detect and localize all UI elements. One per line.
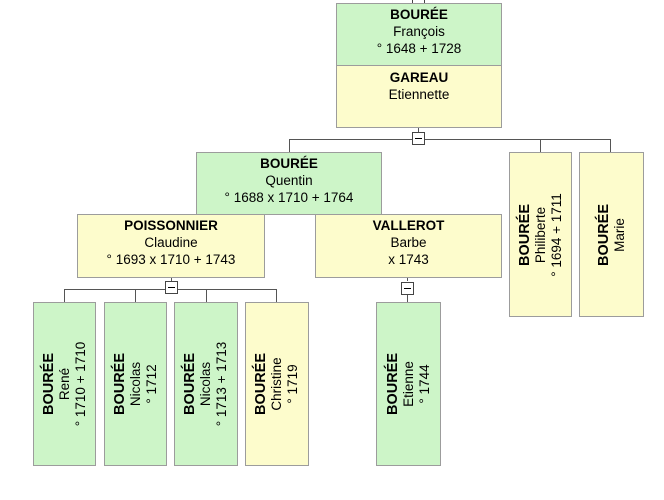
- connector: [407, 295, 408, 302]
- person-card-quentin[interactable]: BOURÉE Quentin ° 1688 x 1710 + 1764: [196, 152, 382, 215]
- connector: [418, 127, 419, 132]
- given-name: Etiennette: [388, 87, 450, 102]
- connector: [610, 139, 611, 152]
- person-card-etienne[interactable]: BOURÉE Etienne ° 1744: [376, 302, 441, 466]
- connector: [206, 289, 207, 302]
- person-card-nicolas-1712[interactable]: BOURÉE Nicolas ° 1712: [104, 302, 167, 466]
- life-dates: ° 1688 x 1710 + 1764: [224, 190, 354, 205]
- collapse-toggle-icon[interactable]: [165, 281, 178, 294]
- surname: BOURÉE: [390, 7, 448, 22]
- life-dates: ° 1648 + 1728: [376, 41, 462, 56]
- surname: BOURÉE: [40, 352, 57, 416]
- person-card-barbe[interactable]: VALLEROT Barbe x 1743: [315, 214, 502, 278]
- given-name: Quentin: [265, 173, 313, 188]
- given-name: Nicolas: [198, 361, 213, 407]
- collapse-toggle-icon[interactable]: [412, 132, 425, 145]
- connector: [289, 139, 290, 152]
- given-name: Nicolas: [127, 361, 143, 407]
- surname: BOURÉE: [111, 352, 128, 416]
- person-card-philiberte[interactable]: BOURÉE Philiberte ° 1694 + 1711: [509, 152, 572, 317]
- person-card-marie[interactable]: BOURÉE Marie: [579, 152, 644, 317]
- connector: [289, 139, 611, 140]
- surname: POISSONNIER: [124, 218, 218, 233]
- collapse-toggle-icon[interactable]: [401, 282, 414, 295]
- person-card-rene[interactable]: BOURÉE René ° 1710 + 1710: [33, 302, 96, 466]
- life-dates: x 1743: [388, 252, 429, 267]
- given-name: François: [393, 24, 445, 39]
- person-card-claudine[interactable]: POISSONNIER Claudine ° 1693 x 1710 + 174…: [77, 214, 265, 278]
- surname: BOURÉE: [182, 352, 198, 416]
- surname: BOURÉE: [516, 203, 533, 266]
- surname: GAREAU: [389, 70, 449, 85]
- given-name: René: [56, 367, 72, 401]
- surname: BOURÉE: [253, 352, 269, 416]
- connector: [276, 289, 277, 302]
- life-dates: ° 1744: [416, 364, 432, 404]
- given-name: Marie: [611, 217, 627, 252]
- person-card-nicolas-1713[interactable]: BOURÉE Nicolas ° 1713 + 1713: [174, 302, 238, 466]
- connector: [64, 289, 65, 302]
- given-name: Barbe: [390, 235, 427, 250]
- given-name: Philiberte: [532, 206, 548, 263]
- given-name: Christine: [269, 357, 284, 411]
- life-dates: ° 1693 x 1710 + 1743: [106, 252, 236, 267]
- given-name: Etienne: [400, 361, 416, 407]
- connector: [135, 289, 136, 302]
- life-dates: ° 1710 + 1710: [72, 341, 88, 427]
- surname: VALLEROT: [372, 218, 445, 233]
- life-dates: ° 1719: [285, 364, 300, 404]
- connector: [407, 277, 408, 281]
- surname: BOURÉE: [384, 352, 401, 416]
- given-name: Claudine: [144, 235, 198, 250]
- life-dates: ° 1713 + 1713: [214, 341, 229, 427]
- person-card-etiennette[interactable]: GAREAU Etiennette: [336, 65, 502, 128]
- connector: [540, 139, 541, 152]
- person-card-christine[interactable]: BOURÉE Christine ° 1719: [245, 302, 309, 466]
- surname: BOURÉE: [260, 156, 318, 171]
- surname: BOURÉE: [595, 203, 612, 266]
- life-dates: ° 1694 + 1711: [548, 192, 564, 277]
- life-dates: ° 1712: [143, 364, 159, 404]
- person-card-francois[interactable]: BOURÉE François ° 1648 + 1728: [336, 3, 502, 66]
- connector: [171, 277, 172, 281]
